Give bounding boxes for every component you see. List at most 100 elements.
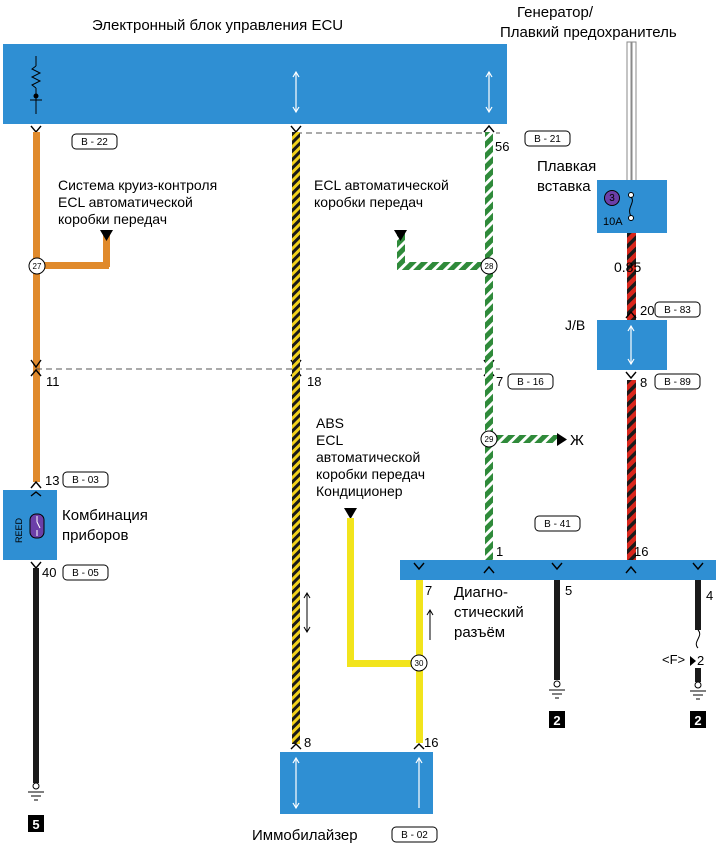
cruise-label-3: коробки передач bbox=[58, 211, 167, 227]
fuse-number-badge bbox=[604, 190, 620, 206]
yellow-wire-branch-v bbox=[347, 518, 354, 666]
splice-30: 30 bbox=[410, 654, 428, 672]
green-white-wire-main bbox=[485, 132, 493, 562]
immobilizer-module bbox=[280, 752, 433, 814]
diag-label-2: стический bbox=[454, 604, 524, 621]
fuse-label-1: Плавкая bbox=[537, 158, 596, 175]
connector-tag-b05: B - 05 bbox=[62, 564, 109, 581]
connector-f-label: <F> bbox=[662, 652, 685, 667]
generator-wire bbox=[626, 41, 637, 187]
ground-badge-2b bbox=[690, 711, 706, 728]
zh-terminal-arrow bbox=[557, 433, 567, 446]
splice-28: 28 bbox=[480, 257, 498, 275]
wire-size-label: 0.85 bbox=[614, 259, 641, 275]
fuse-rating: 10A bbox=[603, 216, 623, 228]
reed-switch bbox=[29, 513, 45, 539]
abs-label-2: ECL bbox=[316, 432, 343, 448]
jb-pin-markers bbox=[625, 310, 637, 380]
connector-tag-b21: B - 21 bbox=[524, 130, 571, 147]
pin-7-diag: 7 bbox=[425, 583, 432, 598]
svg-text:B - 89: B - 89 bbox=[664, 377, 691, 388]
pin-11: 11 bbox=[46, 374, 60, 389]
reed-contact bbox=[36, 516, 41, 536]
svg-text:28: 28 bbox=[485, 262, 494, 271]
fuse-number: 3 bbox=[609, 193, 615, 204]
signal-direction-arrow-1 bbox=[303, 592, 311, 633]
fuse-block bbox=[597, 180, 667, 233]
ecu-node-dot bbox=[33, 93, 39, 99]
orange-wire-main bbox=[33, 132, 40, 482]
connector-tag-b03: B - 03 bbox=[62, 471, 109, 488]
pin-56: 56 bbox=[495, 139, 509, 154]
green-white-wire-branch-v bbox=[397, 232, 405, 270]
ecl-label-1: ECL автоматической bbox=[314, 177, 449, 193]
svg-text:30: 30 bbox=[415, 659, 424, 668]
yellow-wire-branch-h bbox=[347, 660, 421, 667]
connector-f-arrow bbox=[690, 656, 696, 666]
pin-16-imm: 16 bbox=[424, 735, 438, 750]
diag-label-1: Диагно- bbox=[454, 584, 508, 601]
ecu-title: Электронный блок управления ECU bbox=[92, 17, 343, 34]
black-wire-cluster bbox=[33, 568, 39, 783]
fuse-label-2: вставка bbox=[537, 178, 591, 195]
splice-27: 27 bbox=[28, 257, 46, 275]
ground-label-5: 5 bbox=[32, 817, 39, 832]
ground-label-2a: 2 bbox=[553, 713, 560, 728]
pin-16-diag: 16 bbox=[634, 544, 648, 559]
jb-label: J/B bbox=[565, 317, 585, 333]
diagnostic-connector bbox=[400, 560, 716, 580]
connector-tag-b41: B - 41 bbox=[534, 515, 581, 532]
abs-label-3: автоматической bbox=[316, 449, 420, 465]
abs-label-5: Кондиционер bbox=[316, 483, 403, 499]
cluster-label-2: приборов bbox=[62, 527, 128, 544]
abs-terminal-arrow bbox=[344, 508, 357, 519]
yellow-black-wire bbox=[292, 132, 300, 744]
pin-7-top: 7 bbox=[496, 374, 503, 389]
svg-text:B - 03: B - 03 bbox=[72, 475, 99, 486]
ecu-pin-markers bbox=[30, 124, 495, 134]
red-black-wire-upper bbox=[627, 233, 636, 320]
abs-label-4: коробки передач bbox=[316, 466, 425, 482]
black-wire-pin5 bbox=[554, 580, 560, 680]
pin-1: 1 bbox=[496, 544, 503, 559]
pin-8-jb: 8 bbox=[640, 375, 647, 390]
ground-symbol-5 bbox=[28, 782, 44, 801]
generator-label-1: Генератор/ bbox=[517, 4, 594, 21]
pin-2: 2 bbox=[697, 653, 704, 668]
svg-text:B - 02: B - 02 bbox=[401, 830, 428, 841]
signal-direction-arrow-2 bbox=[426, 609, 434, 640]
pin-18: 18 bbox=[307, 374, 321, 389]
svg-text:B - 05: B - 05 bbox=[72, 568, 99, 579]
svg-text:B - 22: B - 22 bbox=[81, 137, 108, 148]
pin-4: 4 bbox=[706, 588, 713, 603]
svg-text:B - 21: B - 21 bbox=[534, 134, 561, 145]
immobilizer-pin-markers bbox=[290, 743, 425, 750]
ground-symbol-2a bbox=[549, 680, 565, 699]
abs-label-1: ABS bbox=[316, 415, 344, 431]
connector-tag-b02: B - 02 bbox=[391, 826, 438, 843]
connector-f-symbol bbox=[695, 629, 701, 649]
ecu-pin-arrow-2 bbox=[485, 70, 493, 114]
pin-8-imm: 8 bbox=[304, 735, 311, 750]
connector-tag-b89: B - 89 bbox=[654, 373, 701, 390]
svg-text:29: 29 bbox=[485, 435, 494, 444]
orange-wire-branch-h bbox=[36, 262, 109, 269]
ground-badge-5 bbox=[28, 815, 44, 832]
red-black-wire-lower bbox=[627, 380, 636, 563]
ground-symbol-2b bbox=[690, 681, 706, 700]
ecl-terminal-arrow bbox=[394, 230, 407, 241]
zh-label: Ж bbox=[570, 432, 584, 449]
pin-20: 20 bbox=[640, 303, 654, 318]
orange-wire-branch-v bbox=[103, 232, 110, 267]
connector-tag-b83: B - 83 bbox=[654, 301, 701, 318]
connector-tag-b16: B - 16 bbox=[507, 373, 554, 390]
diag-label-3: разъём bbox=[454, 624, 505, 641]
ecl-label-2: коробки передач bbox=[314, 194, 423, 210]
cluster-label-1: Комбинация bbox=[62, 507, 148, 524]
pin-5: 5 bbox=[565, 583, 572, 598]
ground-label-2b: 2 bbox=[694, 713, 701, 728]
svg-text:B - 41: B - 41 bbox=[544, 519, 571, 530]
cruise-terminal-arrow bbox=[100, 230, 113, 241]
ecu-pin-arrow-1 bbox=[292, 70, 300, 114]
cruise-label-2: ECL автоматической bbox=[58, 194, 193, 210]
